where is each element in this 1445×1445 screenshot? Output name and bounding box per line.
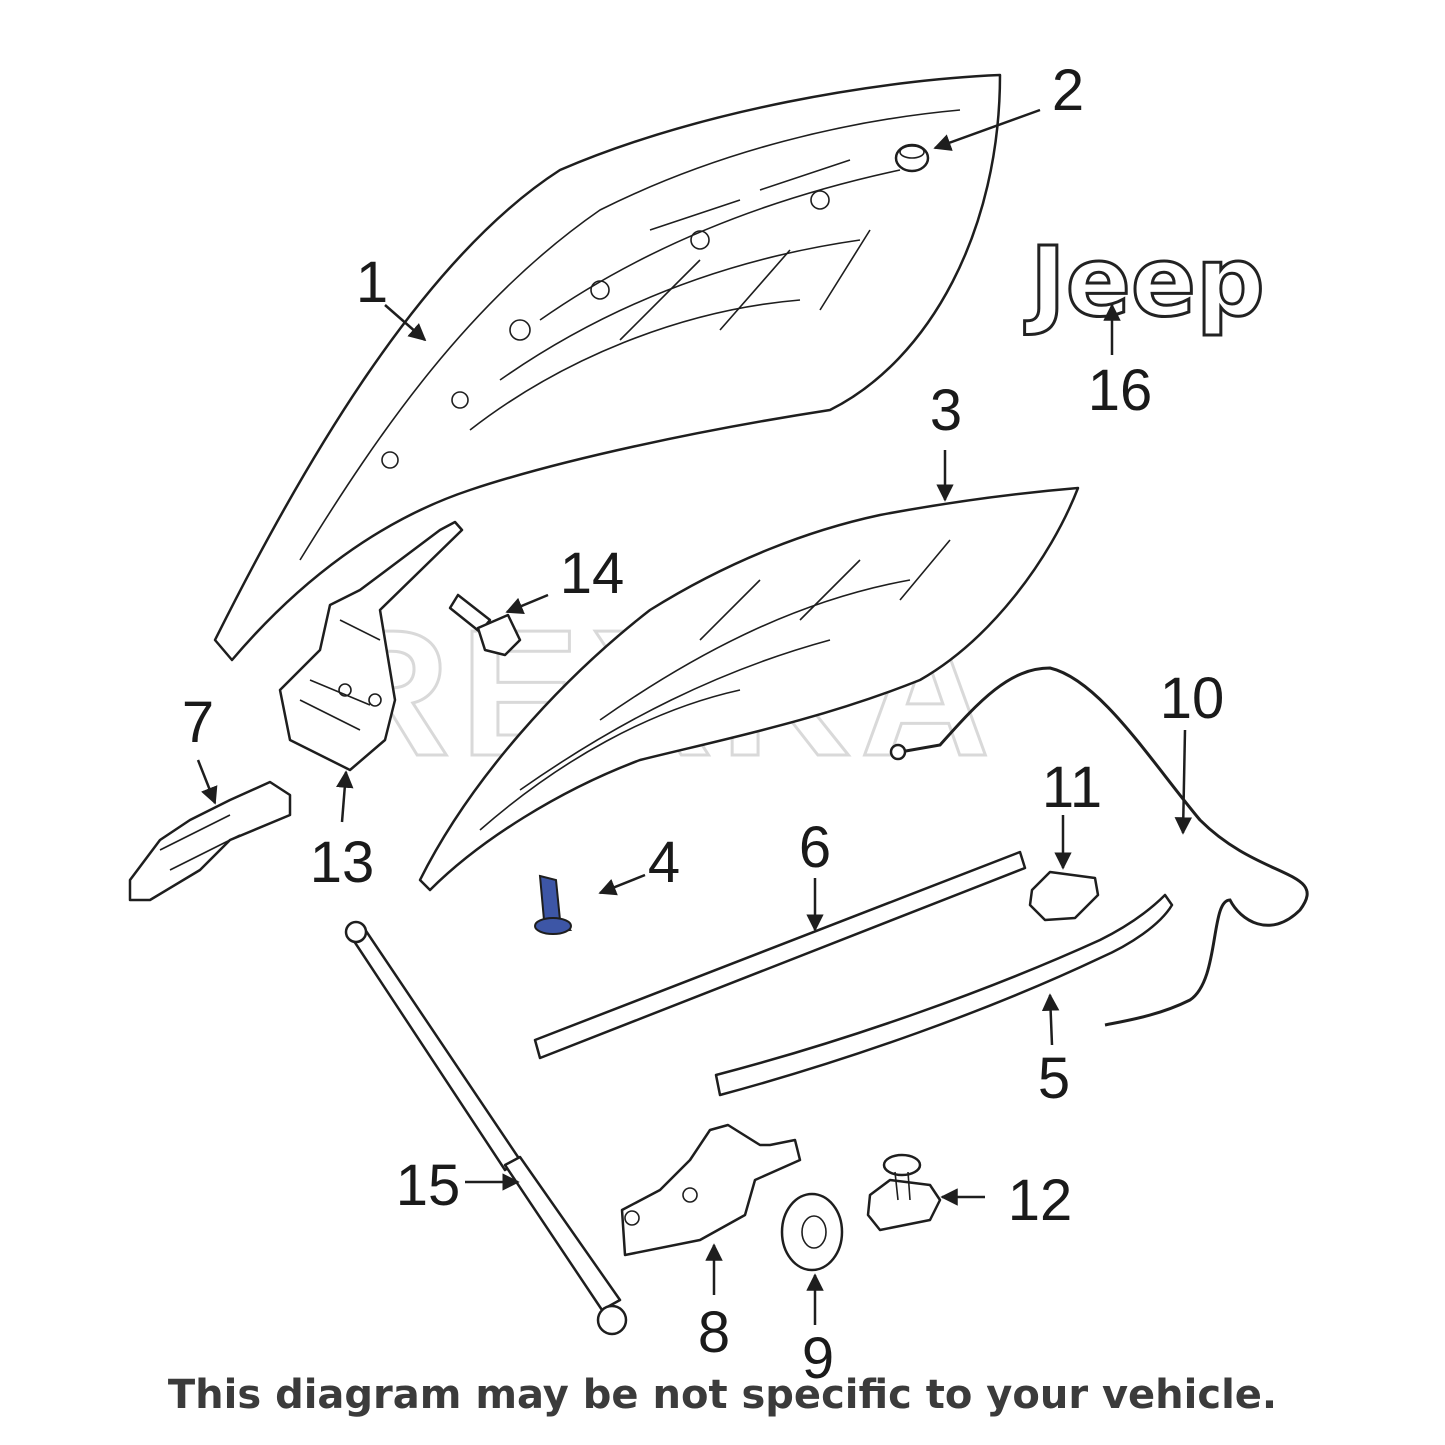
hood-hinge[interactable] [278, 520, 464, 772]
latch-cover[interactable] [1028, 870, 1100, 922]
callout-2: 2 [1052, 58, 1084, 123]
disclaimer-text: This diagram may be not specific to your… [167, 1372, 1278, 1418]
latch-striker[interactable] [866, 1153, 942, 1232]
jeep-logo-text: Jeep [1024, 226, 1265, 338]
hood-panel[interactable] [213, 73, 1002, 662]
hood-seal-rear[interactable] [714, 893, 1174, 1097]
callout-10: 10 [1160, 666, 1225, 731]
callout-1: 1 [356, 250, 388, 315]
leader-lines [196, 108, 1193, 1325]
callout-9: 9 [802, 1326, 834, 1391]
callout-4: 4 [648, 830, 680, 895]
hood-lift-support[interactable] [344, 920, 628, 1336]
callout-6: 6 [799, 815, 831, 880]
callout-14: 14 [560, 541, 625, 606]
grommet[interactable] [780, 1192, 844, 1272]
callout-7: 7 [182, 690, 214, 755]
callout-15: 15 [396, 1153, 461, 1218]
callout-12: 12 [1008, 1168, 1073, 1233]
hood-seal-front[interactable] [533, 850, 1027, 1060]
callout-3: 3 [930, 378, 962, 443]
callout-16: 16 [1088, 358, 1153, 423]
bumper-stop[interactable] [894, 143, 930, 173]
latch-bracket[interactable] [620, 1123, 802, 1257]
callout-11: 11 [1042, 755, 1102, 820]
hinge-reinforcement[interactable] [128, 780, 292, 902]
callout-5: 5 [1038, 1046, 1070, 1111]
hood-insulator[interactable] [418, 486, 1080, 892]
callout-8: 8 [698, 1300, 730, 1365]
hood-hinge-bolt[interactable] [448, 593, 522, 657]
release-cable[interactable] [889, 666, 1309, 1027]
jeep-emblem[interactable]: Jeep [1023, 225, 1267, 340]
callout-labels: 1 2 3 4 5 6 7 8 9 10 11 12 13 14 15 16 [182, 58, 1224, 1391]
push-pin-retainer[interactable] [534, 874, 573, 935]
callout-13: 13 [310, 830, 375, 895]
